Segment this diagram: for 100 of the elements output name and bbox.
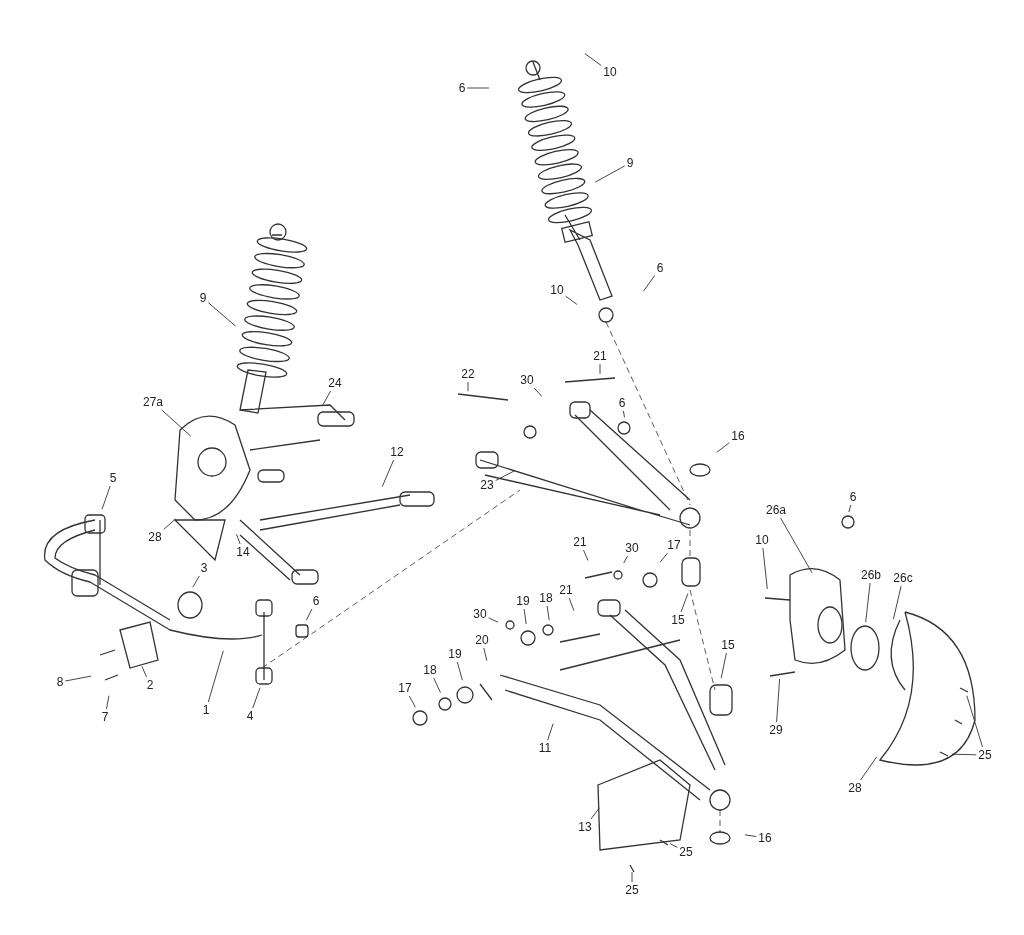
leader-line	[643, 275, 656, 292]
leader-line	[622, 410, 625, 418]
leader-line	[433, 677, 441, 694]
callout-number: 11	[537, 741, 553, 755]
callout-number: 5	[108, 471, 118, 485]
leader-line	[865, 582, 871, 623]
leader-line	[236, 533, 241, 545]
leader-line	[207, 650, 224, 703]
leader-line	[381, 459, 395, 487]
callout-number: 13	[577, 820, 593, 834]
callout-number: 6	[655, 261, 665, 275]
leader-line	[467, 381, 469, 392]
callout-number: 26c	[892, 571, 914, 585]
leader-line	[495, 470, 516, 481]
leader-line	[680, 593, 689, 613]
leader-line	[720, 652, 727, 679]
callout-number: 21	[558, 583, 574, 597]
leader-line	[631, 871, 633, 883]
callout-number: 18	[422, 663, 438, 677]
leader-line	[101, 485, 111, 510]
leader-line	[892, 585, 902, 620]
callout-number: 9	[625, 156, 635, 170]
leader-line	[568, 597, 575, 612]
callout-number: 23	[479, 478, 495, 492]
callout-number: 16	[730, 429, 746, 443]
callout-number: 21	[572, 535, 588, 549]
callout-number: 24	[327, 376, 343, 390]
leader-line	[163, 518, 176, 530]
callout-number: 14	[235, 545, 251, 559]
callout-number: 8	[55, 675, 65, 689]
leader-line	[141, 666, 147, 678]
leader-line	[305, 608, 313, 621]
callout-number: 6	[848, 490, 858, 504]
leader-line	[523, 608, 527, 625]
callout-number: 10	[549, 283, 565, 297]
leader-line	[466, 87, 490, 89]
leader-line	[546, 605, 550, 621]
leader-line	[762, 547, 768, 590]
leader-line	[594, 165, 626, 183]
callout-number: 21	[592, 349, 608, 363]
leader-line	[599, 363, 601, 375]
leader-line	[456, 661, 463, 681]
leader-line	[533, 387, 543, 397]
callout-number: 15	[670, 613, 686, 627]
leader-line	[252, 687, 261, 709]
leader-line	[483, 647, 488, 662]
leader-line	[207, 302, 236, 327]
callout-number: 17	[666, 538, 682, 552]
leader-line	[547, 723, 554, 741]
leader-line	[623, 555, 629, 564]
callout-number: 25	[977, 748, 993, 762]
leader-line	[776, 678, 781, 723]
leader-line	[565, 295, 578, 305]
leader-line	[669, 843, 678, 848]
callout-number: 27a	[142, 395, 164, 409]
callout-number: 6	[311, 594, 321, 608]
leader-line	[488, 617, 499, 623]
leader-line	[192, 575, 200, 588]
callout-number: 30	[519, 373, 535, 387]
callout-number: 12	[389, 445, 405, 459]
leader-line	[583, 549, 589, 561]
leader-line	[780, 517, 813, 574]
callout-number: 25	[624, 883, 640, 897]
leader-line	[161, 409, 192, 437]
leader-line	[848, 504, 852, 513]
callout-number: 1	[201, 703, 211, 717]
leader-line	[590, 807, 600, 820]
callout-number: 6	[457, 81, 467, 95]
callout-number: 28	[847, 781, 863, 795]
callout-number: 10	[754, 533, 770, 547]
callout-number: 16	[757, 831, 773, 845]
leader-line	[322, 390, 332, 406]
callout-number: 10	[602, 65, 618, 79]
leader-line	[744, 834, 757, 838]
callout-number: 7	[100, 710, 110, 724]
callout-number: 15	[720, 638, 736, 652]
leader-line	[659, 552, 668, 563]
callout-number: 25	[678, 845, 694, 859]
callout-number: 30	[472, 607, 488, 621]
leader-line	[106, 695, 110, 710]
callout-number: 29	[768, 723, 784, 737]
callout-number: 18	[538, 591, 554, 605]
callout-number: 19	[515, 594, 531, 608]
callout-number: 28	[147, 530, 163, 544]
callout-number: 6	[617, 396, 627, 410]
callout-number: 9	[198, 291, 208, 305]
callout-number: 4	[245, 709, 255, 723]
callout-number: 26a	[765, 503, 787, 517]
callout-number: 20	[474, 633, 490, 647]
leader-line	[860, 756, 878, 781]
callout-number: 26b	[860, 568, 882, 582]
callout-number: 19	[447, 647, 463, 661]
callout-number: 22	[460, 367, 476, 381]
callout-number: 2	[145, 678, 155, 692]
leader-line	[64, 675, 92, 682]
leader-line	[408, 695, 416, 708]
leader-line	[966, 695, 983, 748]
callout-number: 30	[624, 541, 640, 555]
callout-number: 3	[199, 561, 209, 575]
callout-number: 17	[397, 681, 413, 695]
